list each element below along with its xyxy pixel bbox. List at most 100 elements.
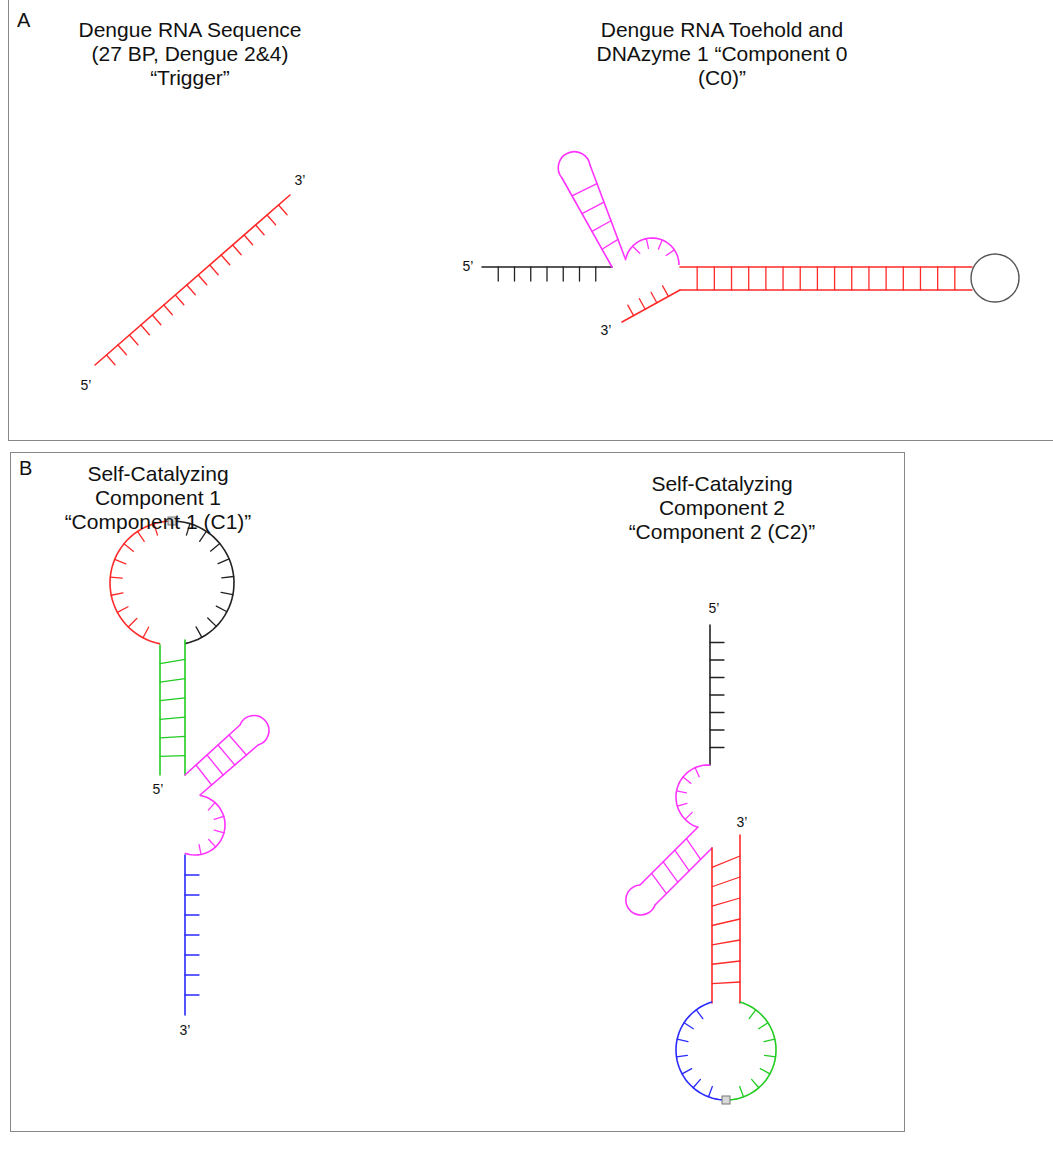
strand-stroke bbox=[666, 250, 674, 256]
strand-stroke bbox=[714, 267, 715, 290]
strand-stroke bbox=[279, 205, 288, 215]
strand-stroke bbox=[708, 1087, 712, 1097]
strand-stroke bbox=[579, 267, 580, 281]
strand-stroke bbox=[677, 803, 687, 806]
strand-stroke bbox=[244, 235, 253, 245]
strand-stroke bbox=[834, 267, 835, 290]
strand-stroke bbox=[210, 265, 219, 275]
strand-stroke bbox=[175, 295, 184, 305]
strand-stroke bbox=[682, 1069, 692, 1074]
strand-stroke bbox=[530, 267, 531, 281]
strand-stroke bbox=[124, 544, 133, 552]
strand-stroke bbox=[216, 606, 227, 612]
strand-stroke bbox=[731, 267, 732, 290]
strand-stroke bbox=[684, 1023, 693, 1029]
strand-stroke bbox=[514, 267, 515, 281]
strand-stroke bbox=[111, 593, 123, 595]
strand-stroke bbox=[658, 240, 662, 249]
strand-stroke bbox=[683, 777, 691, 783]
strand-title: Self-Catalyzing Component 2 “Component 2… bbox=[602, 472, 842, 544]
strand-stroke bbox=[110, 577, 122, 578]
strand-stroke bbox=[185, 874, 199, 875]
strand-stroke bbox=[625, 238, 679, 265]
strand-stroke bbox=[712, 919, 740, 926]
panel-b: B bbox=[10, 452, 905, 1132]
strand-stroke bbox=[185, 934, 199, 935]
strand-stroke bbox=[710, 642, 724, 643]
strand-stroke bbox=[640, 827, 698, 885]
strand-stroke bbox=[602, 239, 618, 249]
marker-square bbox=[722, 1096, 730, 1104]
strand-stroke bbox=[633, 246, 640, 253]
strand-stroke bbox=[686, 839, 700, 860]
strand-stroke bbox=[198, 275, 207, 285]
strand-stroke bbox=[903, 267, 904, 290]
strand-stroke bbox=[117, 607, 128, 613]
strand-stroke bbox=[209, 840, 216, 847]
panel-letter: B bbox=[19, 457, 32, 480]
strand-stroke bbox=[712, 877, 740, 887]
strand-stroke bbox=[782, 267, 783, 290]
strand-stroke bbox=[129, 335, 138, 345]
strand-stroke bbox=[185, 994, 199, 995]
strand-stroke bbox=[185, 894, 199, 895]
end-label: 3’ bbox=[601, 322, 612, 338]
strand-stroke bbox=[221, 255, 230, 265]
strand-stroke bbox=[256, 225, 265, 235]
strand-stroke bbox=[160, 698, 185, 701]
strand-stroke bbox=[218, 745, 235, 765]
strand-stroke bbox=[164, 305, 173, 315]
strand-stroke bbox=[208, 618, 217, 626]
strand-stroke bbox=[851, 267, 852, 290]
strand-stroke bbox=[233, 245, 242, 255]
strand-stroke bbox=[752, 1079, 759, 1087]
strand-stroke bbox=[676, 1055, 687, 1057]
strand-stroke bbox=[95, 195, 290, 365]
strand-stroke bbox=[221, 592, 233, 594]
strand-stroke bbox=[159, 645, 161, 775]
strand-stroke bbox=[185, 974, 199, 975]
strand-stroke bbox=[800, 267, 801, 290]
strand-stroke bbox=[651, 292, 657, 303]
end-label: 5’ bbox=[709, 600, 720, 616]
strand-stroke bbox=[207, 755, 223, 775]
strand-stroke bbox=[710, 694, 724, 695]
strand-stroke bbox=[712, 898, 740, 906]
strand-stroke bbox=[695, 768, 699, 777]
strand-stroke bbox=[160, 755, 185, 757]
end-label: 3’ bbox=[295, 172, 306, 188]
strand-stroke bbox=[712, 940, 740, 945]
strand-stroke bbox=[115, 559, 126, 564]
strand-stroke bbox=[160, 717, 185, 719]
strand-stroke bbox=[592, 221, 611, 232]
strand-stroke bbox=[185, 914, 199, 915]
strand-stroke bbox=[141, 325, 150, 335]
strand-stroke bbox=[498, 267, 499, 281]
strand-stroke bbox=[748, 267, 749, 290]
panel-letter: A bbox=[17, 9, 30, 32]
strand-stroke bbox=[655, 848, 712, 905]
strand-stroke bbox=[172, 521, 234, 644]
end-label: 5’ bbox=[153, 781, 164, 797]
end-label: 5’ bbox=[81, 377, 92, 393]
strand-stroke bbox=[184, 640, 186, 775]
strand-stroke bbox=[143, 627, 149, 638]
strand-stroke bbox=[626, 885, 655, 915]
strand-stroke bbox=[760, 1069, 770, 1074]
strand-stroke bbox=[954, 267, 955, 290]
strand-stroke bbox=[868, 267, 869, 290]
strand-stroke bbox=[546, 267, 547, 281]
end-label: 3’ bbox=[737, 814, 748, 830]
strand-stroke bbox=[240, 716, 269, 745]
strand-stroke bbox=[214, 816, 224, 819]
strand-stroke bbox=[595, 267, 596, 281]
strand-stroke bbox=[676, 765, 710, 827]
strand-stroke bbox=[696, 1010, 703, 1019]
strand-stroke bbox=[759, 1023, 768, 1029]
strand-stroke bbox=[680, 266, 972, 268]
strand-stroke bbox=[208, 803, 215, 810]
strand-stroke bbox=[185, 954, 199, 955]
strand-stroke bbox=[677, 791, 687, 793]
strand-stroke bbox=[710, 677, 724, 678]
